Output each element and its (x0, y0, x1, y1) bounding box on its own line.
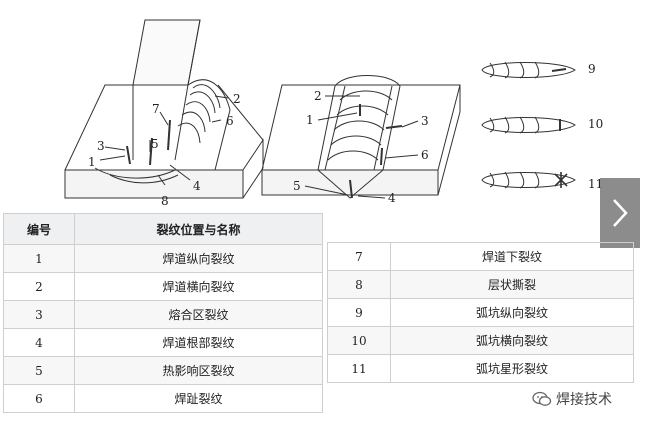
row-name: 焊道下裂纹 (390, 242, 634, 271)
label-7-left: 7 (152, 102, 160, 116)
wechat-watermark: 焊接技术 (532, 389, 612, 409)
label-1-left: 1 (88, 155, 96, 169)
label-9: 9 (588, 62, 596, 76)
table-header-row: 编号 裂纹位置与名称 (3, 213, 323, 245)
label-4-mid: 4 (388, 191, 396, 205)
label-5-mid: 5 (293, 179, 301, 193)
label-6-mid: 6 (421, 148, 429, 162)
row-number: 4 (3, 328, 75, 357)
label-10: 10 (588, 117, 603, 131)
row-number: 10 (327, 326, 391, 355)
row-number: 8 (327, 270, 391, 299)
label-3-left: 3 (97, 139, 105, 153)
weld-crack-diagram: 1 2 3 4 5 6 7 8 1 2 3 4 5 6 9 10 11 (64, 19, 603, 208)
row-number: 2 (3, 272, 75, 301)
label-11: 11 (588, 177, 603, 191)
row-number: 9 (327, 298, 391, 327)
watermark-text: 焊接技术 (556, 392, 612, 408)
label-1-mid: 1 (306, 113, 314, 127)
t-joint-figure (64, 19, 264, 199)
row-name: 熔合区裂纹 (74, 300, 323, 329)
label-4-left: 4 (193, 179, 201, 193)
label-2-mid: 2 (314, 89, 322, 103)
row-name: 焊趾裂纹 (74, 384, 323, 413)
col-desc-header: 裂纹位置与名称 (74, 213, 323, 245)
row-number: 3 (3, 300, 75, 329)
row-name: 层状撕裂 (390, 270, 634, 299)
row-number: 1 (3, 244, 75, 273)
row-name: 焊道纵向裂纹 (74, 244, 323, 273)
wechat-icon (532, 391, 552, 406)
label-8-left: 8 (161, 194, 169, 208)
label-5-left: 5 (151, 137, 159, 151)
row-name: 焊道横向裂纹 (74, 272, 323, 301)
row-name: 焊道根部裂纹 (74, 328, 323, 357)
row-number: 6 (3, 384, 75, 413)
col-number-header: 编号 (3, 213, 75, 245)
label-3-mid: 3 (421, 114, 429, 128)
label-2-left: 2 (233, 92, 241, 106)
label-6-left: 6 (226, 114, 234, 128)
next-image-button[interactable] (600, 178, 640, 248)
row-name: 弧坑横向裂纹 (390, 326, 634, 355)
row-number: 5 (3, 356, 75, 385)
butt-joint-figure (261, 75, 461, 199)
row-number: 7 (327, 242, 391, 271)
row-name: 弧坑纵向裂纹 (390, 298, 634, 327)
row-name: 弧坑星形裂纹 (390, 354, 634, 383)
row-name: 热影响区裂纹 (74, 356, 323, 385)
row-number: 11 (327, 354, 391, 383)
chevron-right-icon (613, 199, 628, 227)
crater-figures (481, 61, 576, 189)
